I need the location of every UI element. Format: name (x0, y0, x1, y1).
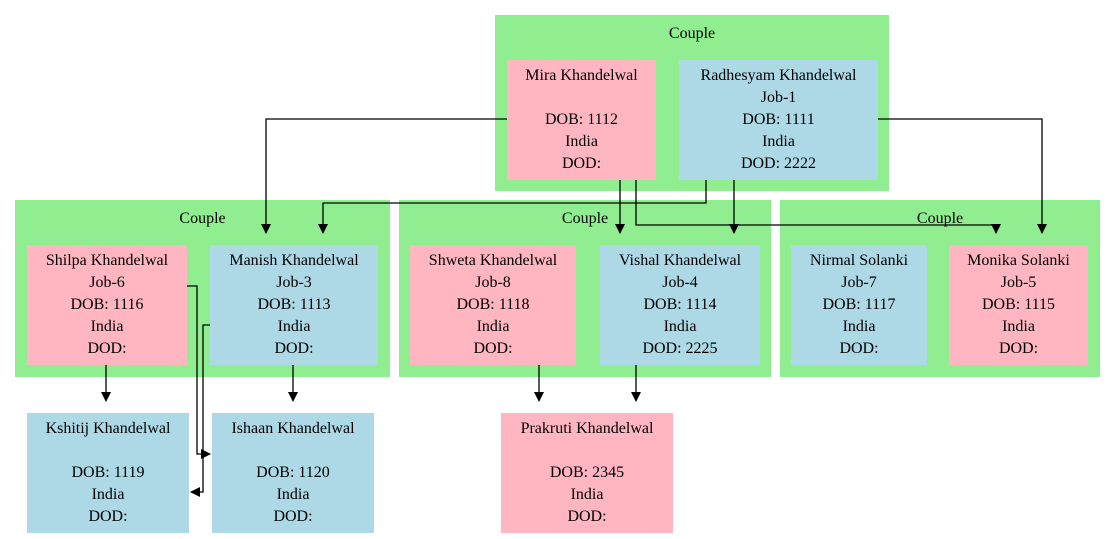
person-dod: DOD: (561, 155, 602, 172)
person-node-radhesyam[interactable]: Radhesyam Khandelwal Job-1 DOB: 1111 Ind… (679, 60, 878, 180)
person-name: Manish Khandelwal (229, 252, 359, 269)
person-dod: DOD: 2225 (642, 340, 718, 357)
person-dob: DOB: 1113 (257, 296, 331, 313)
person-dod: DOD: (567, 508, 607, 525)
cluster-label: Couple (668, 25, 716, 42)
person-dob: DOB: 1118 (456, 296, 530, 313)
person-node-nirmal[interactable]: Nirmal Solanki Job-7 DOB: 1117 India DOD… (791, 245, 927, 365)
person-node-shilpa[interactable]: Shilpa Khandelwal Job-6 DOB: 1116 India … (27, 245, 187, 365)
person-dob: DOB: 1117 (822, 296, 896, 313)
person-node-vishal[interactable]: Vishal Khandelwal Job-4 DOB: 1114 India … (600, 245, 760, 365)
person-dob: DOB: 1120 (256, 464, 330, 481)
person-country: India (565, 133, 598, 150)
cluster-label: Couple (561, 210, 609, 227)
person-dob: DOB: 1111 (742, 111, 815, 128)
person-name: Shilpa Khandelwal (45, 252, 169, 269)
person-dod: DOD: (273, 508, 313, 525)
person-job: Job-4 (662, 274, 698, 291)
person-job: Job-3 (276, 274, 312, 291)
edge-radhesyam-to-monika (878, 118, 1047, 234)
person-node-monika[interactable]: Monika Solanki Job-5 DOB: 1115 India DOD… (949, 245, 1088, 365)
cluster-label: Couple (916, 210, 964, 227)
person-job: Job-7 (841, 274, 877, 291)
person-country: India (1002, 318, 1035, 335)
person-job: Job-1 (760, 89, 797, 106)
person-country: India (276, 486, 310, 503)
person-name: Shweta Khandelwal (428, 252, 558, 269)
person-name: Ishaan Khandelwal (231, 420, 355, 437)
edge-radhesyam-to-manish (318, 180, 707, 234)
person-name: Monika Solanki (967, 252, 1070, 269)
person-country: India (277, 318, 311, 335)
person-country: India (476, 318, 510, 335)
person-dod: DOD: (998, 340, 1039, 357)
person-dob: DOB: 1115 (981, 296, 1056, 313)
person-name: Mira Khandelwal (525, 67, 638, 84)
person-node-mira[interactable]: Mira Khandelwal DOB: 1112 India DOD: (507, 60, 656, 180)
person-name: Kshitij Khandelwal (45, 420, 171, 437)
person-job: Job-6 (89, 274, 125, 291)
person-node-prakruti[interactable]: Prakruti Khandelwal DOB: 2345 India DOD: (501, 413, 673, 533)
person-dod: DOD: (839, 340, 879, 357)
person-dob: DOB: 1112 (544, 111, 619, 128)
person-node-kshitij[interactable]: Kshitij Khandelwal DOB: 1119 India DOD: (27, 413, 189, 533)
person-country: India (842, 318, 876, 335)
person-dod: DOD: (88, 508, 128, 525)
edge-shilpa-to-ishaan (187, 285, 211, 459)
person-dob: DOB: 1116 (70, 296, 144, 313)
person-country: India (91, 486, 125, 503)
person-dob: DOB: 1119 (71, 464, 145, 481)
person-country: India (90, 318, 124, 335)
person-dod: DOD: (87, 340, 127, 357)
person-country: India (570, 486, 604, 503)
edge-mira-to-monika (635, 180, 1001, 234)
person-name: Radhesyam Khandelwal (700, 67, 857, 84)
person-name: Vishal Khandelwal (618, 252, 742, 269)
person-country: India (663, 318, 697, 335)
edge-manish-to-kshitij (190, 324, 210, 497)
person-job: Job-8 (475, 274, 511, 291)
person-job: Job-5 (1000, 274, 1037, 291)
person-name: Prakruti Khandelwal (520, 420, 654, 437)
person-node-shweta[interactable]: Shweta Khandelwal Job-8 DOB: 1118 India … (410, 245, 576, 365)
cluster-label: Couple (179, 210, 226, 227)
person-dod: DOD: (274, 340, 314, 357)
person-node-manish[interactable]: Manish Khandelwal Job-3 DOB: 1113 India … (210, 245, 378, 365)
edge-mira-to-manish (261, 118, 507, 234)
person-dob: DOB: 2345 (549, 464, 625, 481)
person-dod: DOD: 2222 (740, 155, 817, 172)
person-dod: DOD: (473, 340, 513, 357)
person-name: Nirmal Solanki (809, 252, 909, 269)
person-country: India (762, 133, 795, 150)
person-dob: DOB: 1114 (643, 296, 717, 313)
person-node-ishaan[interactable]: Ishaan Khandelwal DOB: 1120 India DOD: (212, 413, 374, 533)
